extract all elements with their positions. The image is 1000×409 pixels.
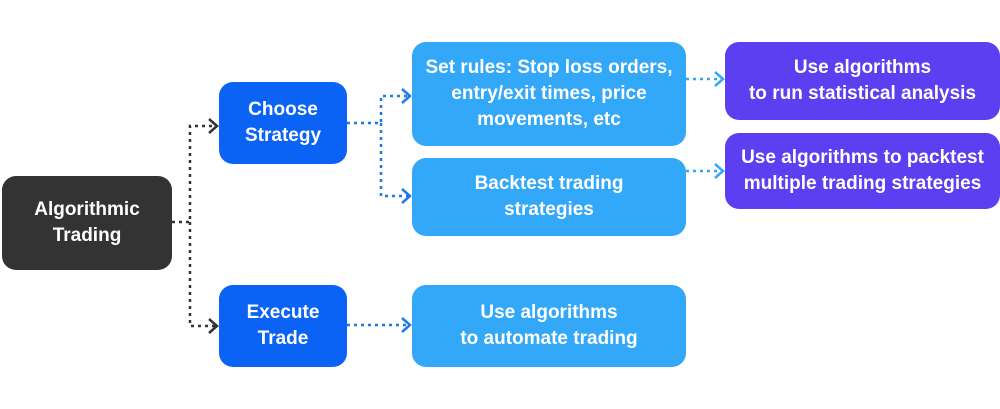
arrowhead-choose bbox=[208, 118, 219, 134]
arrowhead-statistical bbox=[714, 71, 725, 87]
node-label: Choose Strategy bbox=[244, 99, 322, 146]
node-label: Use algorithms to automate trading bbox=[460, 302, 638, 349]
node-execute-trade: Execute Trade bbox=[219, 285, 347, 367]
node-choose-strategy: Choose Strategy bbox=[219, 82, 347, 164]
node-algorithmic-trading: Algorithmic Trading bbox=[2, 176, 172, 270]
node-statistical-analysis: Use algorithms to run statistical analys… bbox=[725, 42, 1000, 120]
connector-root-to-execute bbox=[188, 222, 216, 328]
node-backtest: Backtest trading strategies bbox=[412, 158, 686, 236]
node-label: Algorithmic Trading bbox=[34, 199, 140, 246]
arrowhead-packtest bbox=[714, 163, 725, 179]
arrowhead-backtest bbox=[401, 188, 412, 204]
node-set-rules: Set rules: Stop loss orders, entry/exit … bbox=[412, 42, 686, 146]
node-label: Use algorithms to packtest multiple trad… bbox=[741, 147, 984, 194]
node-label: Backtest trading strategies bbox=[474, 173, 624, 220]
node-label: Set rules: Stop loss orders, entry/exit … bbox=[425, 57, 673, 130]
node-label: Execute Trade bbox=[246, 302, 320, 349]
node-automate-trading: Use algorithms to automate trading bbox=[412, 285, 686, 367]
connector-choose-to-rules bbox=[347, 94, 409, 125]
arrowhead-automate bbox=[401, 317, 412, 333]
connector-root-to-choose bbox=[172, 124, 216, 224]
connector-choose-to-backtest bbox=[379, 123, 409, 198]
node-label: Use algorithms to run statistical analys… bbox=[748, 57, 977, 104]
node-packtest-strategies: Use algorithms to packtest multiple trad… bbox=[725, 133, 1000, 209]
arrowhead-rules bbox=[401, 88, 412, 104]
arrowhead-execute bbox=[208, 318, 219, 334]
